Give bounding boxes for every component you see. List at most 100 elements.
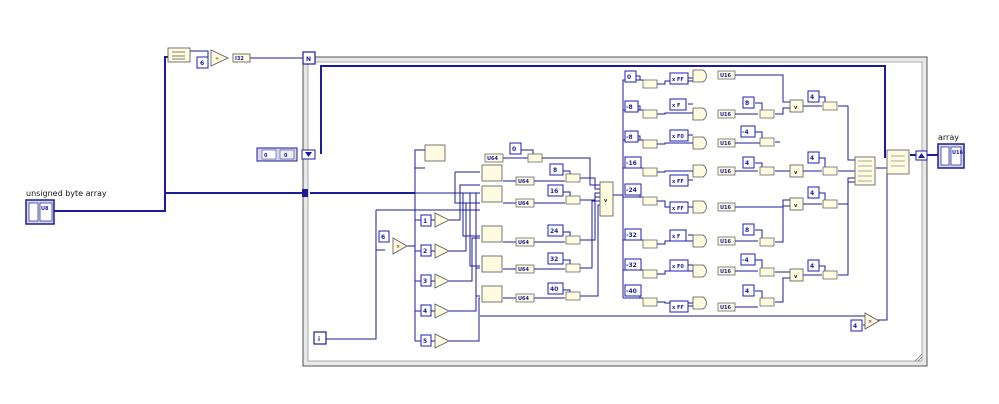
svg-text:0: 0 [627,74,631,81]
unsigned-byte-array-control[interactable]: unsigned byte array U8 [25,189,107,225]
byte-shift-constants: 0 8 16 24 32 40 [509,142,564,295]
svg-text:0: 0 [284,153,288,159]
svg-text:40: 40 [550,286,558,293]
svg-text:x: x [672,134,676,140]
shift-register-init-constant[interactable]: 0 0 [256,147,298,162]
array-indicator[interactable]: array U16 [937,133,965,169]
tail-shift-constants: 8 -4 4 8 -4 4 [740,96,756,297]
svg-text:U16: U16 [720,73,732,79]
or-nodes: v v v v [789,99,804,282]
u8-type-tag: U8 [41,206,49,212]
input-array-label: unsigned byte array [26,189,107,198]
svg-text:6: 6 [381,234,385,241]
multiply-node-index: × [392,237,408,255]
svg-text:U16: U16 [720,169,732,175]
svg-text:v: v [794,105,798,111]
svg-text:-4: -4 [742,129,749,136]
svg-text:6: 6 [200,60,204,67]
svg-text:FF: FF [677,179,684,185]
svg-text:FF: FF [677,305,684,311]
svg-text:5: 5 [423,338,427,345]
array-tunnel [302,189,308,197]
svg-text:U16: U16 [720,269,732,275]
shift-count-multiplier-constant[interactable]: 6 [196,56,209,69]
svg-text:U64: U64 [518,240,530,246]
svg-text:4: 4 [810,94,814,101]
svg-text:I32: I32 [235,56,244,62]
svg-text:4: 4 [423,308,427,315]
svg-text:x: x [672,77,676,83]
loop-iteration-terminal: i [313,331,327,345]
svg-text:-16: -16 [626,160,637,167]
output-multiplier-constant[interactable]: 4 [850,319,863,332]
segment-shift-nodes [642,79,658,307]
svg-text:v: v [794,203,798,209]
svg-text:2: 2 [423,248,427,255]
svg-text:v: v [794,170,798,176]
svg-text:U16: U16 [720,205,732,211]
svg-text:4: 4 [745,288,749,295]
svg-text:24: 24 [550,228,558,235]
svg-text:U64: U64 [518,267,530,273]
svg-text:FF: FF [677,206,684,212]
svg-text:U16: U16 [720,305,732,311]
svg-text:-4: -4 [742,257,749,264]
svg-text:8: 8 [553,167,557,174]
svg-text:v: v [794,274,798,280]
svg-text:U16: U16 [720,112,732,118]
index-array-nodes [424,144,503,303]
svg-text:U64: U64 [487,156,499,162]
loop-count-terminal: N [302,51,316,65]
svg-text:-8: -8 [626,134,633,141]
divide-node: ÷ [210,49,229,67]
svg-text:x: x [672,234,676,240]
index-multiplier-constant[interactable]: 6 [378,230,390,243]
svg-text:-32: -32 [626,262,637,269]
svg-text:U64: U64 [518,296,530,302]
svg-text:1: 1 [423,218,427,225]
and-nodes [692,69,707,310]
svg-text:F: F [677,234,680,240]
svg-text:0: 0 [512,146,516,153]
shift-register-right [915,150,928,161]
svg-text:U16: U16 [720,239,732,245]
multiply-node-output: × [864,312,880,330]
combine-shift-constants: 4 4 4 4 [807,90,820,272]
svg-text:FF: FF [677,77,684,83]
svg-text:4: 4 [853,323,857,330]
svg-text:U16: U16 [952,150,964,156]
svg-text:U16: U16 [720,141,732,147]
u64-conversions: U64 U64 U64 U64 U64 U64 [484,153,535,303]
build-array-node [854,156,876,186]
svg-text:x: x [672,264,676,270]
svg-text:x: x [672,103,676,109]
svg-text:4: 4 [810,155,814,162]
svg-text:÷: ÷ [215,56,219,62]
logical-shift-nodes [527,153,581,301]
svg-text:8: 8 [745,100,749,107]
add-nodes [434,212,450,349]
svg-text:4: 4 [810,190,814,197]
array-size-node [167,47,191,63]
svg-text:32: 32 [550,256,558,263]
svg-text:v: v [604,198,608,204]
svg-text:4: 4 [745,160,749,167]
svg-text:F0: F0 [677,134,684,140]
output-array-label: array [938,133,959,142]
svg-text:x: x [672,305,676,311]
svg-text:-24: -24 [626,187,637,194]
svg-text:F0: F0 [677,264,684,270]
svg-text:x: x [672,179,676,185]
svg-text:i: i [318,336,320,343]
svg-text:3: 3 [423,278,427,285]
svg-text:-32: -32 [626,232,637,239]
svg-text:16: 16 [550,188,558,195]
svg-text:8: 8 [745,227,749,234]
svg-text:0: 0 [264,153,268,159]
svg-text:F: F [677,103,680,109]
compound-or-node: v [599,181,614,217]
replace-subset-node [886,149,910,175]
svg-text:×: × [868,319,872,325]
svg-text:4: 4 [810,263,814,270]
